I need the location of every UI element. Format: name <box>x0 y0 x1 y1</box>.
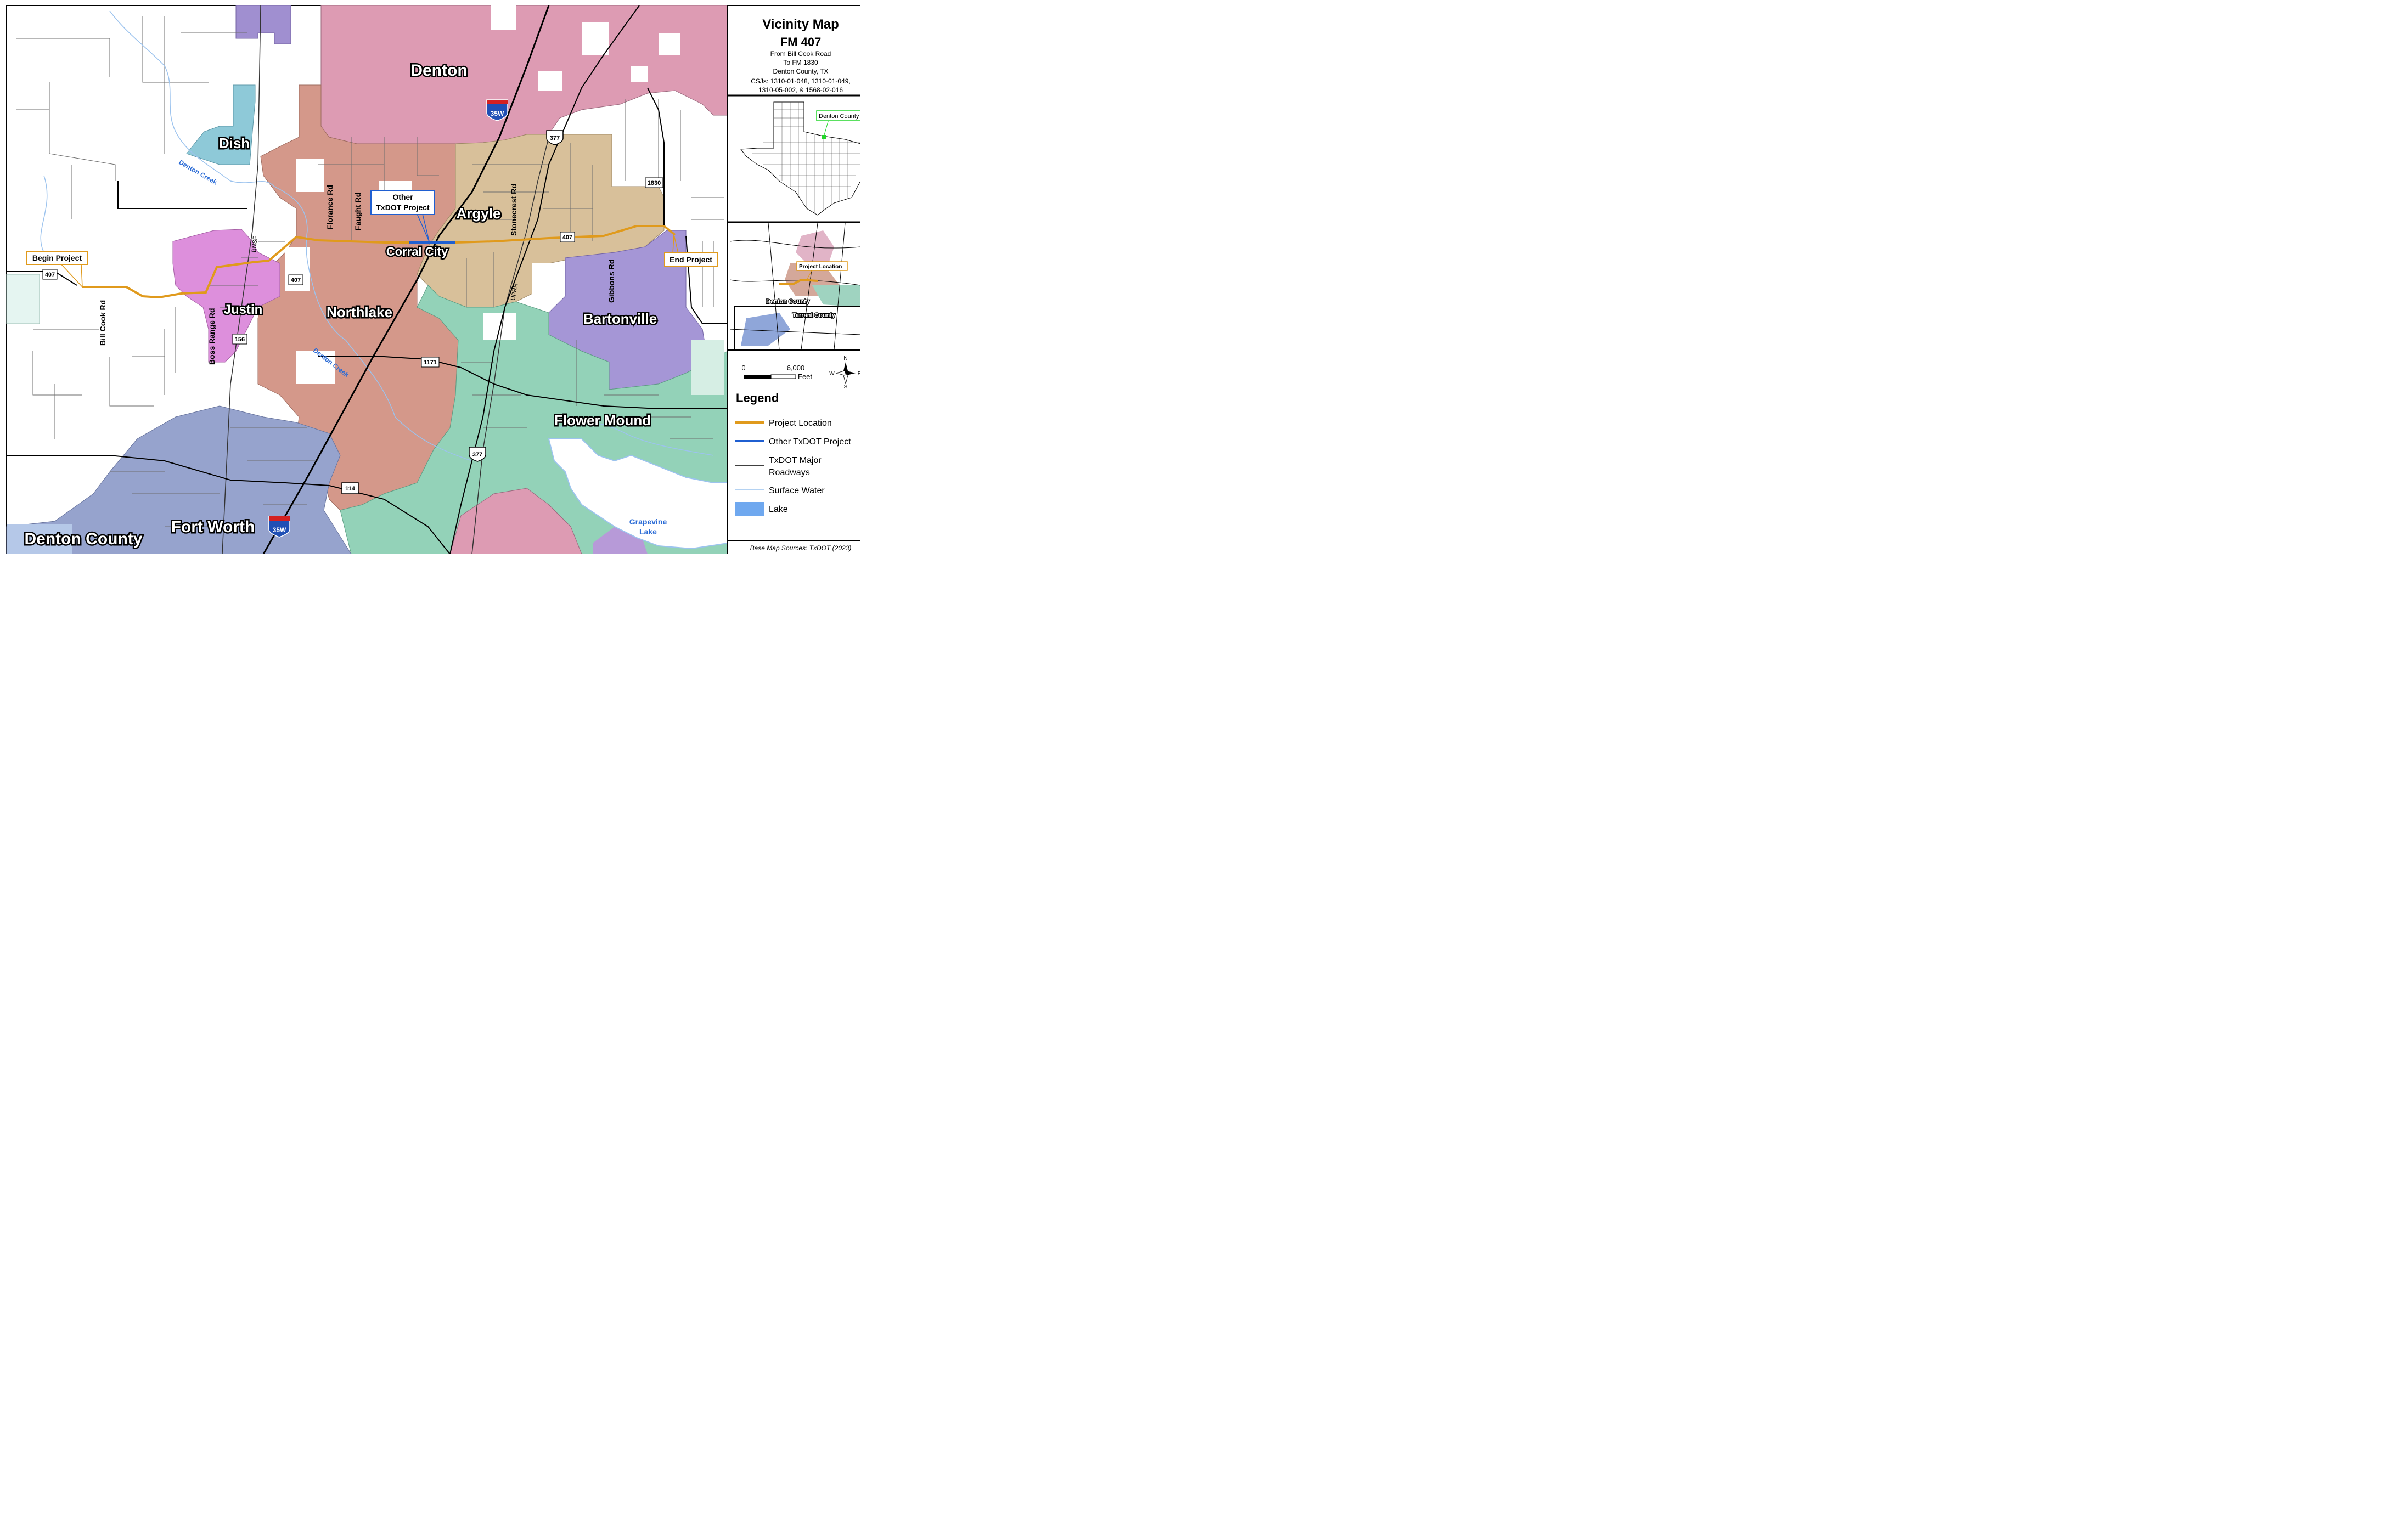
shield-us377-south: 377 <box>469 447 486 462</box>
city-label-justin: Justin <box>224 302 263 317</box>
city-label-northlake: Northlake <box>327 304 392 320</box>
legend: Legend Project Location Other TxDOT Proj… <box>735 391 851 516</box>
regional-inset-map: Project Location Denton County Tarrant C… <box>729 223 860 350</box>
city-label-corral-city: Corral City <box>386 245 448 258</box>
shield-fm407-west: 407 <box>42 269 58 280</box>
shield-fm1830: 1830 <box>645 177 663 188</box>
legend-label-water: Surface Water <box>769 486 825 495</box>
svg-text:407: 407 <box>291 277 301 284</box>
svg-text:S: S <box>844 384 848 390</box>
road-label-faught: Faught Rd <box>353 193 362 230</box>
legend-label-project: Project Location <box>769 419 832 428</box>
map-subtitle: FM 407 <box>780 35 822 49</box>
svg-text:0: 0 <box>741 364 745 372</box>
svg-text:35W: 35W <box>491 110 504 117</box>
csj-line1: CSJs: 1310-01-048, 1310-01-049, <box>751 77 850 85</box>
shield-us377-north: 377 <box>546 130 564 145</box>
rail-label-uprr: UPRR <box>510 283 519 301</box>
legend-label-other: Other TxDOT Project <box>769 437 851 447</box>
legend-swatch-lake <box>735 502 764 516</box>
svg-text:End Project: End Project <box>670 255 712 264</box>
city-label-argyle: Argyle <box>457 205 501 222</box>
minor-roads <box>16 16 724 527</box>
svg-text:6,000: 6,000 <box>787 364 805 372</box>
callout-begin-project: Begin Project <box>26 251 88 287</box>
shield-sh114: 114 <box>341 482 359 494</box>
purple-north-area <box>235 5 291 44</box>
texas-inset-map: Denton County <box>740 101 860 216</box>
title-line2: To FM 1830 <box>783 59 818 66</box>
callout-end-project: End Project <box>664 234 718 267</box>
city-label-flower-mound: Flower Mound <box>554 412 651 428</box>
lake-label-grapevine: Grapevine <box>629 517 667 526</box>
svg-text:377: 377 <box>550 135 560 142</box>
dish-area <box>186 84 256 165</box>
legend-title: Legend <box>736 391 779 405</box>
side-panel: Vicinity Map FM 407 From Bill Cook Road … <box>727 5 860 554</box>
shield-fm407-east: 407 <box>560 232 575 242</box>
svg-text:1171: 1171 <box>424 359 437 366</box>
svg-text:156: 156 <box>235 336 245 343</box>
svg-text:114: 114 <box>345 486 356 492</box>
svg-text:Other: Other <box>392 193 413 201</box>
svg-text:TxDOT Project: TxDOT Project <box>376 203 430 212</box>
county-label-denton: Denton County <box>25 530 143 548</box>
shield-fm156: 156 <box>232 334 247 345</box>
major-roads <box>7 5 728 554</box>
svg-text:407: 407 <box>45 272 55 278</box>
road-label-stonecrest: Stonecrest Rd <box>509 184 518 236</box>
vicinity-map: 407 407 407 1830 156 1171 377 377 <box>0 0 860 554</box>
legend-label-roads: TxDOT Major <box>769 456 822 465</box>
svg-text:1830: 1830 <box>648 180 661 187</box>
shield-fm407-center: 407 <box>288 274 303 285</box>
project-location-line <box>82 225 676 299</box>
map-title: Vicinity Map <box>762 17 839 32</box>
regional-county-denton: Denton County <box>766 298 810 305</box>
map-area[interactable]: 407 407 407 1830 156 1171 377 377 <box>6 5 728 554</box>
svg-text:W: W <box>829 371 835 377</box>
legend-label-roads-2: Roadways <box>769 468 810 477</box>
shield-fm1171: 1171 <box>421 357 440 368</box>
svg-text:Begin Project: Begin Project <box>32 253 82 262</box>
callout-other-txdot-project: Other TxDOT Project <box>370 190 435 242</box>
city-label-fort-worth: Fort Worth <box>171 518 255 536</box>
svg-text:Feet: Feet <box>798 373 812 381</box>
grapevine-lake <box>548 438 728 550</box>
csj-line2: 1310-05-002, & 1568-02-016 <box>758 86 843 94</box>
source-note: Base Map Sources: TxDOT (2023) <box>750 544 852 552</box>
road-label-bill-cook: Bill Cook Rd <box>98 300 107 346</box>
scale-bar: 0 6,000 Feet <box>741 364 812 381</box>
road-label-gibbons: Gibbons Rd <box>607 260 616 303</box>
title-block: Vicinity Map FM 407 From Bill Cook Road … <box>751 17 850 94</box>
texas-inset-label: Denton County <box>819 113 859 120</box>
surface-water <box>40 10 714 461</box>
city-label-denton: Denton <box>410 61 467 80</box>
title-line1: From Bill Cook Road <box>770 50 831 58</box>
city-label-bartonville: Bartonville <box>583 311 657 327</box>
road-label-boss-range: Boss Range Rd <box>207 308 216 365</box>
north-arrow-icon: N S W E <box>829 356 860 390</box>
regional-county-tarrant: Tarrant County <box>792 312 836 319</box>
regional-project-label: Project Location <box>799 264 842 270</box>
shield-i35w-north: 35W <box>486 99 508 121</box>
title-line3: Denton County, TX <box>773 67 829 75</box>
svg-text:35W: 35W <box>273 526 286 534</box>
legend-label-lake: Lake <box>769 505 788 514</box>
svg-text:N: N <box>843 356 847 362</box>
lake-label-lake: Lake <box>639 527 657 536</box>
svg-text:377: 377 <box>472 452 482 458</box>
rail-label-bnsf: BNSF <box>251 236 259 253</box>
pink-southeast-area <box>449 488 582 554</box>
svg-text:407: 407 <box>562 234 572 241</box>
svg-text:E: E <box>858 371 860 377</box>
shield-i35w-south: 35W <box>268 516 290 538</box>
city-label-dish: Dish <box>219 135 250 151</box>
road-label-florance: Florance Rd <box>325 185 334 229</box>
